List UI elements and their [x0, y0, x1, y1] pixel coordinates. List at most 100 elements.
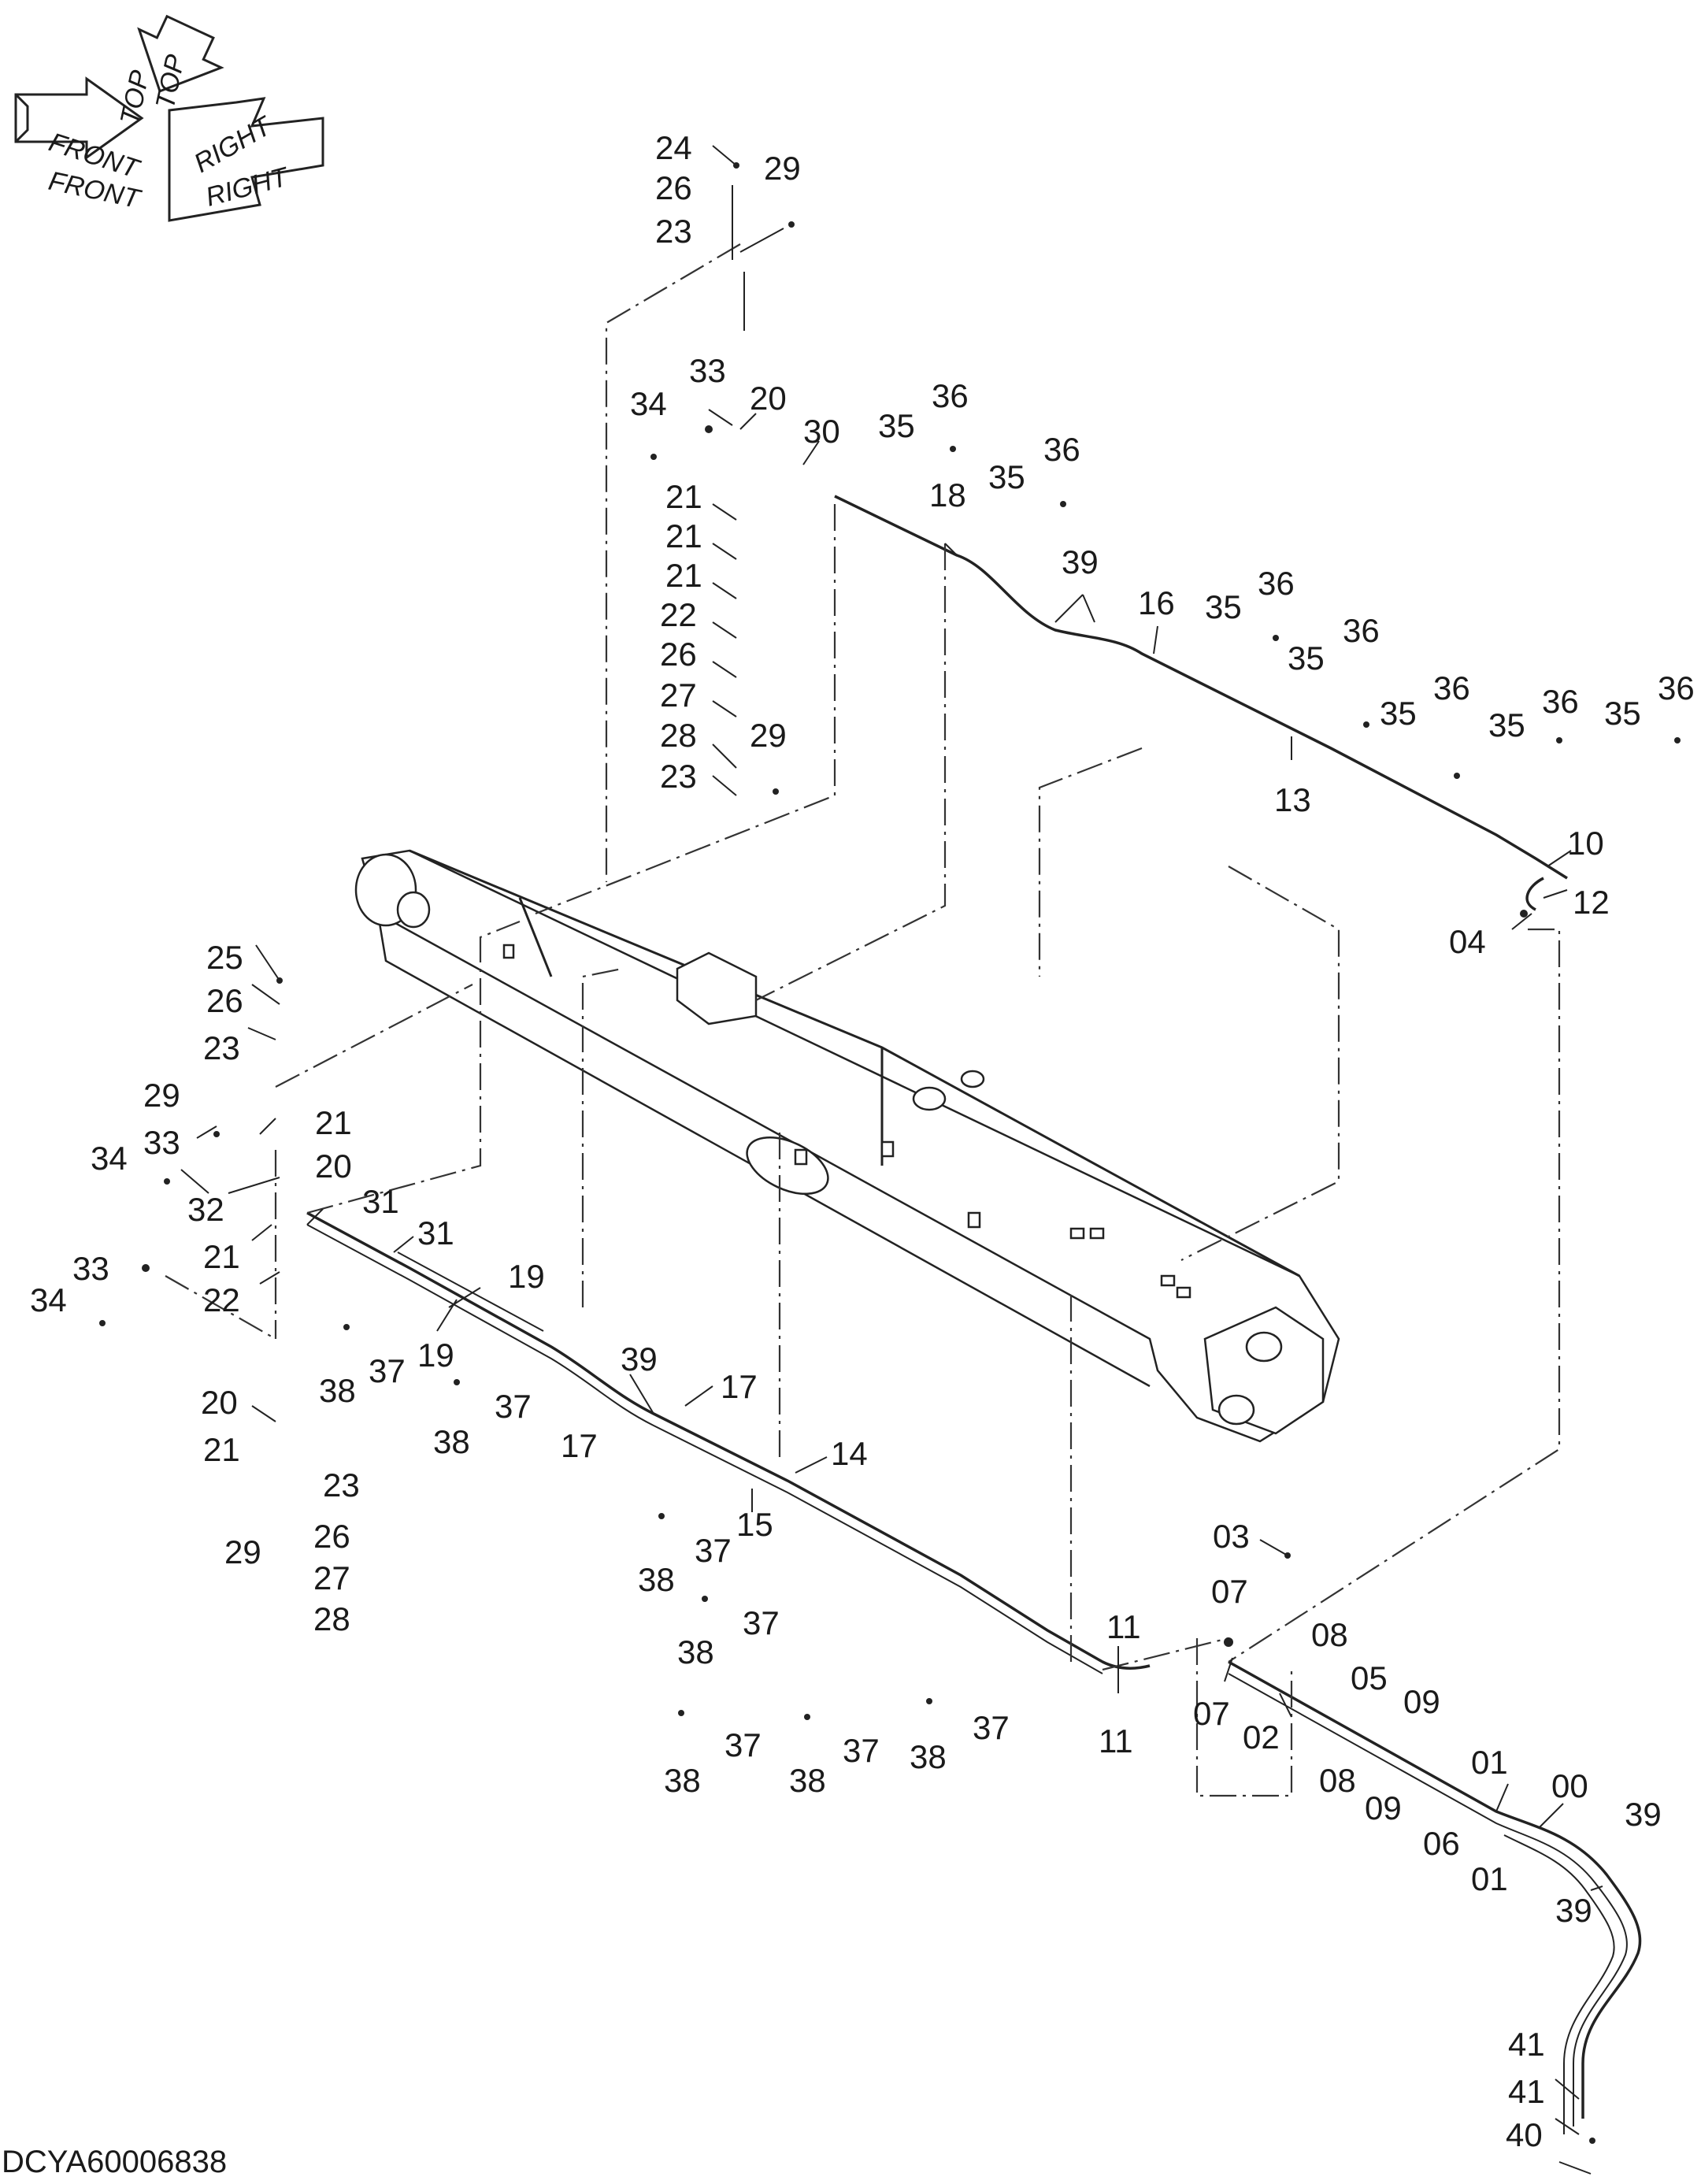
front-arrow-shape: [14, 76, 144, 160]
callout-40: 40: [1506, 2116, 1543, 2153]
callout-16: 16: [1138, 584, 1175, 621]
hardware-dot: [650, 454, 657, 460]
callout-18: 18: [929, 476, 966, 514]
hose-lines: [306, 495, 1642, 2134]
callout-19: 19: [508, 1258, 545, 1295]
callout-38: 38: [319, 1372, 356, 1409]
hardware-dot: [788, 221, 795, 228]
chain-line: [755, 543, 947, 1001]
callout-38: 38: [789, 1762, 826, 1799]
leader: [180, 944, 280, 1194]
callout-30: 30: [803, 413, 840, 450]
boom-foot-pin: [396, 891, 431, 929]
callout-36: 36: [1043, 431, 1080, 468]
callout-14: 14: [831, 1435, 868, 1472]
leader: [228, 1177, 280, 1422]
callout-22: 22: [660, 596, 697, 633]
top-arrow-shape: [137, 14, 224, 93]
callout-34: 34: [630, 385, 667, 422]
callout-37: 37: [724, 1726, 762, 1763]
callout-35: 35: [988, 458, 1025, 495]
callout-26: 26: [655, 169, 692, 206]
clamp-pad: [1176, 1286, 1191, 1299]
chain-line: [1038, 747, 1143, 977]
callout-23: 23: [323, 1467, 360, 1504]
callout-37: 37: [495, 1388, 532, 1425]
callout-07: 07: [1211, 1573, 1248, 1610]
chain-line: [275, 984, 473, 1088]
callout-08: 08: [1319, 1762, 1356, 1799]
callout-29: 29: [764, 150, 801, 187]
leader: [944, 543, 1095, 623]
hardware-dot: [1674, 737, 1681, 743]
front-hose-00-a: [1228, 1660, 1642, 2119]
callout-21: 21: [203, 1238, 240, 1275]
callout-17: 17: [721, 1368, 758, 1405]
chain-line: [1102, 1637, 1229, 1671]
boom-assembly: [354, 849, 1340, 1443]
callout-29: 29: [143, 1077, 180, 1114]
document-id: DCYA60006838: [2, 2145, 227, 2179]
chain-line: [165, 1275, 276, 1340]
leader: [1495, 1783, 1603, 1891]
callout-22: 22: [203, 1281, 240, 1318]
chain-line: [581, 967, 623, 1307]
callout-35: 35: [1380, 695, 1417, 732]
callout-10: 10: [1567, 825, 1604, 862]
callout-37: 37: [369, 1352, 406, 1389]
callout-34: 34: [30, 1281, 67, 1318]
leader: [712, 145, 784, 331]
chain-line: [1195, 1638, 1293, 1797]
callout-32: 32: [187, 1191, 224, 1228]
callout-34: 34: [91, 1140, 128, 1177]
chain-line: [1228, 928, 1561, 1663]
chain-line: [535, 504, 836, 915]
callout-41: 41: [1508, 2026, 1545, 2063]
callout-35: 35: [1488, 706, 1525, 743]
callout-26: 26: [660, 636, 697, 673]
cylinder-bracket: [676, 951, 758, 1025]
callout-35: 35: [1288, 640, 1325, 677]
hardware-dots: [99, 162, 1681, 2144]
callout-37: 37: [973, 1709, 1010, 1746]
callout-04: 04: [1449, 923, 1486, 960]
upper-line-end-12: [1525, 877, 1544, 911]
callout-35: 35: [1604, 695, 1641, 732]
hardware-dot: [678, 1710, 684, 1716]
clamp-pad: [502, 944, 515, 959]
callout-08: 08: [1311, 1616, 1348, 1653]
callout-02: 02: [1243, 1719, 1280, 1756]
hardware-dot: [454, 1379, 460, 1385]
clamp-pad: [967, 1211, 981, 1229]
callout-36: 36: [1258, 565, 1295, 602]
callout-05: 05: [1351, 1659, 1388, 1696]
hardware-dot: [1556, 737, 1562, 743]
leader: [1555, 2078, 1592, 2175]
callout-17: 17: [561, 1427, 598, 1464]
callout-01: 01: [1471, 1860, 1508, 1897]
leader: [708, 409, 820, 465]
hardware-dot: [1589, 2138, 1595, 2144]
callout-29: 29: [224, 1533, 261, 1570]
callout-23: 23: [655, 213, 692, 250]
callout-37: 37: [743, 1604, 780, 1641]
hardware-dot: [142, 1264, 150, 1272]
hardware-dot: [950, 446, 956, 452]
hardware-dot: [213, 1131, 220, 1137]
callout-36: 36: [1343, 612, 1380, 649]
callout-28: 28: [660, 717, 697, 754]
boom-lug-a: [912, 1086, 947, 1111]
callout-27: 27: [313, 1559, 350, 1596]
leader-lines: [180, 145, 1603, 2175]
callout-24: 24: [655, 129, 692, 166]
hardware-dot: [702, 1596, 708, 1602]
callout-38: 38: [664, 1762, 701, 1799]
leader: [1153, 625, 1572, 930]
callout-38: 38: [433, 1423, 470, 1460]
callout-00: 00: [1551, 1767, 1588, 1804]
callout-09: 09: [1365, 1789, 1402, 1826]
lower-line-19: [397, 1251, 544, 1332]
callout-11: 11: [1099, 1722, 1133, 1759]
assembly-chain-lines: [165, 243, 1561, 1797]
